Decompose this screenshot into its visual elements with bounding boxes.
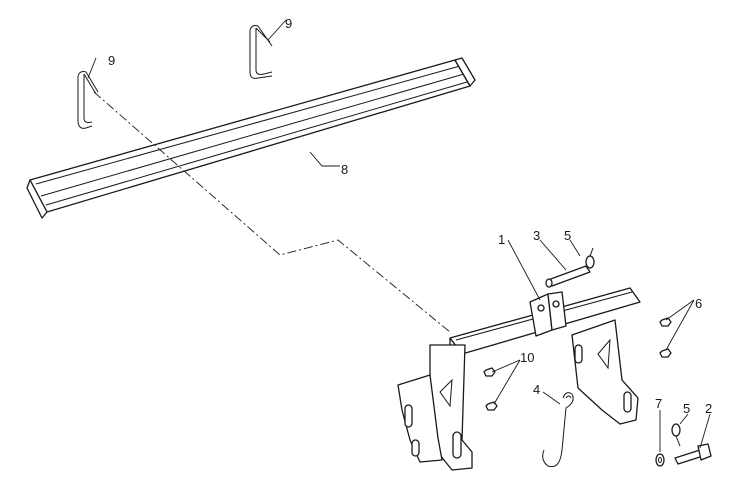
nut-upper-part <box>659 317 672 327</box>
callout-2: 2 <box>705 401 712 416</box>
callout-10: 10 <box>520 350 534 365</box>
washer-part <box>655 453 665 467</box>
s-hook-part <box>542 392 574 468</box>
callout-6: 6 <box>695 296 702 311</box>
pin-part <box>545 265 591 288</box>
bolt-part <box>674 443 712 465</box>
callout-5-lower: 5 <box>683 401 690 416</box>
nut-10a-part <box>483 367 496 377</box>
callout-3: 3 <box>533 228 540 243</box>
leader-lines <box>87 19 711 452</box>
assembly-centerline <box>93 91 451 333</box>
callout-7: 7 <box>655 396 662 411</box>
callout-8: 8 <box>341 162 348 177</box>
lynch-pin-upper-part <box>585 247 595 269</box>
u-bolt-left-part <box>77 71 99 129</box>
callout-9-left: 9 <box>108 53 115 68</box>
lynch-pin-lower-part <box>671 423 681 447</box>
nut-lower-part <box>659 348 672 358</box>
callout-1: 1 <box>498 232 505 247</box>
callout-5-upper: 5 <box>564 228 571 243</box>
nut-10b-part <box>485 401 498 411</box>
u-bolt-right-part <box>249 25 273 79</box>
beam-tube-part <box>26 57 476 219</box>
quick-attach-frame-part <box>397 287 641 471</box>
callout-9-right: 9 <box>285 16 292 31</box>
callout-4: 4 <box>533 382 540 397</box>
